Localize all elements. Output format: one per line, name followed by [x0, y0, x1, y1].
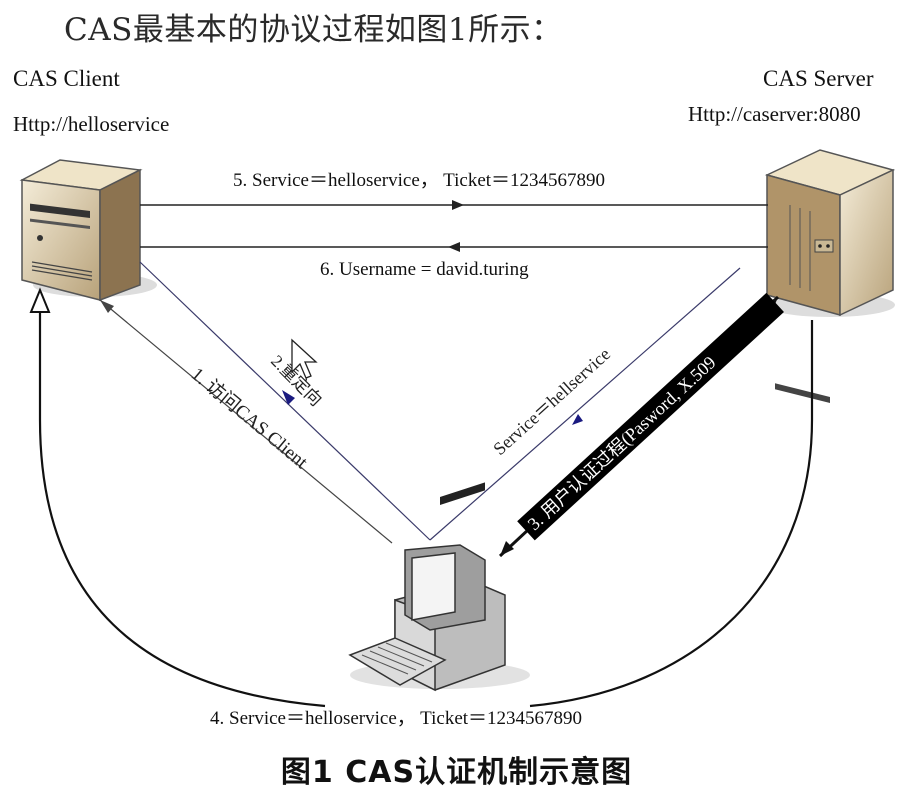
- intro-text: CAS最基本的协议过程如图1所示：: [64, 12, 563, 48]
- arrow-step5: 5. Service＝helloservice， Ticket＝12345678…: [140, 170, 768, 210]
- arrow-redirect-to-server: Service＝hellservice: [429, 267, 741, 541]
- step5-label: 5. Service＝helloservice， Ticket＝12345678…: [233, 170, 605, 191]
- client-server-icon: [19, 159, 157, 302]
- cas-server-icon: [764, 149, 896, 403]
- mouse-cursor-icon: [291, 338, 318, 379]
- user-pc-icon: [348, 482, 530, 692]
- server-name: CAS Server: [763, 66, 874, 91]
- server-url: Http://caserver:8080: [688, 102, 861, 126]
- redirect-service-label: Service＝hellservice: [489, 344, 614, 459]
- figure-caption: 图1 CAS认证机制示意图: [280, 755, 633, 790]
- step6-label: 6. Username = david.turing: [320, 259, 529, 280]
- client-name: CAS Client: [13, 66, 120, 91]
- client-url: Http://helloservice: [13, 112, 170, 136]
- step4-label: 4. Service＝helloservice， Ticket＝12345678…: [210, 708, 582, 729]
- arrow-step3: 3. 用户认证过程(Pasword, X.509: [498, 292, 784, 558]
- arrow-step4: 4. Service＝helloservice， Ticket＝12345678…: [29, 287, 814, 729]
- arrow-step1: 1. 访问CAS Client: [99, 299, 393, 544]
- step3-label: 3. 用户认证过程(Pasword, X.509: [524, 352, 721, 535]
- arrow-step6: 6. Username = david.turing: [140, 242, 768, 280]
- arrow-step2: 2.重定向: [139, 261, 431, 541]
